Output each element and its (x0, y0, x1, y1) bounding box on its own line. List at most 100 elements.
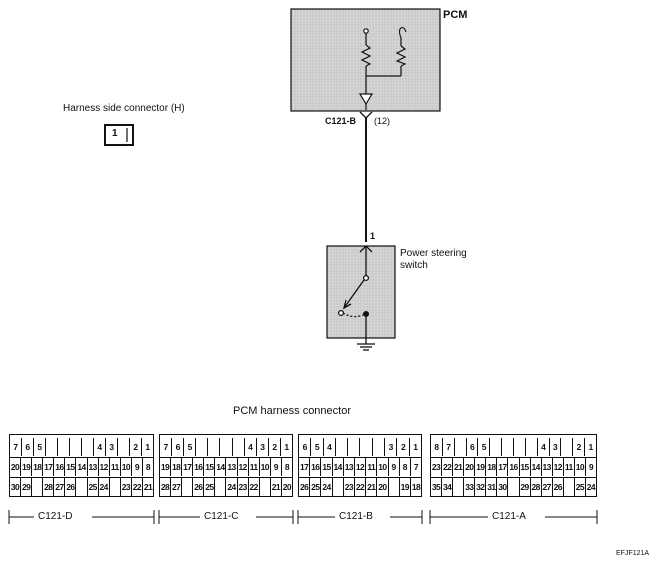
connector-pin: 23 (121, 478, 132, 496)
connector-pin: 18 (486, 458, 498, 476)
connector-key-slot (196, 438, 209, 456)
connector-key-slot (372, 438, 386, 456)
connector-pin: 18 (171, 458, 183, 476)
connector-key-slot (525, 438, 538, 456)
connector-pin: 3 (385, 438, 398, 456)
connector-pin: 3 (106, 438, 118, 456)
switch-label-line1: Power steering (400, 248, 467, 259)
connector-key-slot (220, 438, 233, 456)
connector-pin: 6 (172, 438, 185, 456)
connector-key-slot (335, 438, 349, 456)
connector-pin: 21 (366, 478, 378, 496)
connector-pin: 28 (531, 478, 542, 496)
connector-pin: 6 (22, 438, 34, 456)
connector-pin: 23 (431, 458, 443, 476)
connector-key-slot (502, 438, 515, 456)
row-divider (10, 477, 153, 478)
connector-pin: 24 (586, 482, 596, 492)
connector-label-d: C121-D (38, 511, 73, 522)
switch-label-line2: switch (400, 260, 428, 271)
connector-pin: 34 (442, 478, 454, 496)
connector-pin: 9 (132, 458, 143, 476)
connector-pin: 19 (160, 458, 172, 476)
connector-pin: 19 (400, 478, 411, 496)
connector-pin: 28 (43, 478, 55, 496)
connector-pin: 28 (160, 478, 172, 496)
connector-pin: 9 (588, 462, 594, 472)
connector-pin: 1 (588, 442, 594, 452)
connector-pin: 3 (257, 438, 269, 456)
connector-pin: 29 (520, 478, 531, 496)
pcm-connector-id: C121-B (325, 116, 357, 126)
connector-pin: 13 (542, 458, 553, 476)
row-divider (160, 477, 292, 478)
connector-key-slot (70, 438, 82, 456)
connector-pin: 1 (145, 442, 150, 452)
connector-pin: 7 (413, 462, 419, 472)
connector-pin: 15 (321, 458, 333, 476)
connector-pin: 18 (411, 482, 421, 492)
connector-pin: 33 (464, 478, 476, 496)
pcm-label: PCM (443, 9, 468, 21)
row-divider (431, 477, 596, 478)
connector-pin: 12 (355, 458, 367, 476)
connector-pin: 13 (88, 458, 99, 476)
connector-pin: 20 (377, 478, 389, 496)
connector-pin: 23 (344, 478, 355, 496)
connector-key-slot (82, 438, 94, 456)
connector-pin: 31 (486, 478, 498, 496)
connector-pin: 27 (542, 478, 553, 496)
connector-pin: 6 (299, 438, 312, 456)
connector-pin: 25 (575, 478, 586, 496)
connector-key-slot (32, 478, 44, 496)
connector-pin: 2 (269, 438, 281, 456)
connector-pin: 3 (550, 438, 562, 456)
connector-pin: 8 (400, 458, 411, 476)
connector-key-slot (563, 478, 575, 496)
connector-pin: 26 (65, 478, 77, 496)
connector-pin: 20 (282, 482, 292, 492)
connector-pin: 15 (65, 458, 77, 476)
connector-key-slot (453, 478, 465, 496)
connector-key-slot (348, 438, 361, 456)
switch-pin-number: 1 (370, 231, 376, 241)
connector-pin: 15 (520, 458, 531, 476)
connector-pin: 16 (54, 458, 66, 476)
connector-pin: 22 (132, 478, 143, 496)
connector-pin: 17 (182, 458, 194, 476)
connector-pin: 8 (431, 438, 443, 456)
connector-pin: 8 (145, 462, 151, 472)
connector-pin: 14 (333, 458, 344, 476)
connector-pin: 9 (389, 458, 400, 476)
connector-pin: 19 (475, 458, 487, 476)
connector-pin: 27 (54, 478, 66, 496)
connector-pin: 15 (204, 458, 216, 476)
connector-pin: 16 (193, 458, 205, 476)
connector-pin: 5 (311, 438, 324, 456)
connector-pin: 26 (553, 478, 564, 496)
connector-pin: 25 (88, 478, 99, 496)
connector-pin: 17 (299, 458, 311, 476)
connector-key-slot (332, 478, 344, 496)
connector-pin: 2 (573, 438, 586, 456)
connector-pin: 10 (260, 458, 271, 476)
switch-box (326, 245, 396, 339)
row-divider (160, 457, 292, 458)
connector-pin: 7 (443, 438, 455, 456)
connector-pin: 1 (413, 442, 418, 452)
connector-pin: 19 (21, 458, 33, 476)
connector-pin: 16 (508, 458, 520, 476)
connector-pin: 18 (32, 458, 44, 476)
connector-pin: 11 (366, 458, 378, 476)
connector-pin: 26 (193, 478, 205, 496)
connector-pin: 23 (238, 478, 249, 496)
connector-pin: 1 (284, 442, 289, 452)
connector-key-slot (259, 478, 271, 496)
connector-pin: 22 (249, 478, 260, 496)
main-wire (359, 111, 373, 242)
